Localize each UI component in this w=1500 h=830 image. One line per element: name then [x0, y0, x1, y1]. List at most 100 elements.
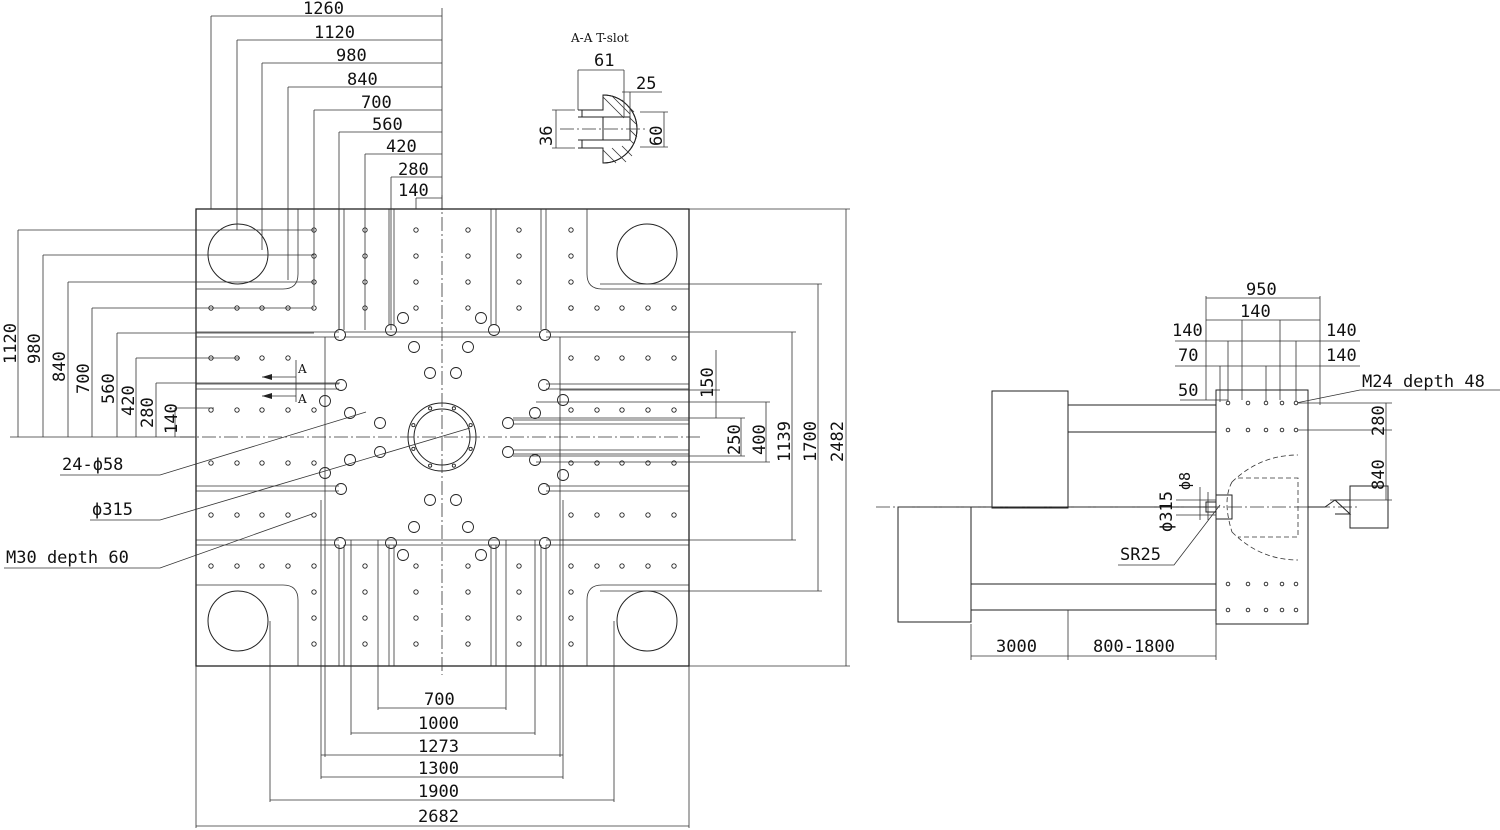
mounting-hole [413, 641, 419, 647]
mounting-hole [1279, 400, 1285, 406]
tslot-section: A-A T-slot 61 25 36 60 [537, 31, 668, 164]
left-dim-840: 840 [50, 351, 70, 382]
callout-thread: M30 depth 60 [6, 548, 129, 568]
side-view-holes [1225, 400, 1299, 613]
right-dim-400: 400 [750, 424, 770, 455]
top-dim-140: 140 [398, 181, 429, 201]
mounting-hole [413, 305, 419, 311]
mounting-hole [645, 563, 651, 569]
mounting-hole [385, 537, 397, 549]
mounting-hole [1279, 607, 1285, 613]
tslot-dim-60: 60 [647, 126, 667, 146]
mounting-hole [475, 549, 487, 561]
mounting-hole [516, 253, 522, 259]
mounting-hole [362, 641, 368, 647]
mounting-hole [397, 312, 409, 324]
mounting-hole [619, 512, 625, 518]
mounting-hole [645, 305, 651, 311]
mounting-hole [1225, 400, 1231, 406]
section-marker-bottom: A [297, 392, 307, 406]
mounting-hole [671, 305, 677, 311]
mounting-hole [259, 407, 265, 413]
mounting-hole [516, 589, 522, 595]
mounting-hole [594, 460, 600, 466]
corner-pocket [586, 209, 689, 290]
mounting-hole [285, 460, 291, 466]
mounting-hole [568, 589, 574, 595]
mounting-hole [362, 615, 368, 621]
mounting-hole [335, 379, 347, 391]
mounting-hole [397, 549, 409, 561]
mounting-hole [462, 341, 474, 353]
bottom-dim-2682: 2682 [418, 807, 459, 827]
platen-front-view: A A [180, 195, 700, 675]
mounting-hole [413, 253, 419, 259]
mounting-hole [619, 305, 625, 311]
bottom-dim-700: 700 [424, 690, 455, 710]
mounting-hole [208, 512, 214, 518]
top-dim-560: 560 [372, 115, 403, 135]
mounting-hole [539, 329, 551, 341]
mounting-hole [516, 279, 522, 285]
left-dim-420: 420 [119, 385, 139, 416]
mounting-hole [619, 460, 625, 466]
side-dim-140-d: 140 [1326, 346, 1357, 366]
mounting-hole [568, 305, 574, 311]
mounting-hole [465, 589, 471, 595]
mounting-hole [234, 407, 240, 413]
mounting-hole [1245, 400, 1251, 406]
platen-holes [208, 227, 677, 647]
mounting-hole [594, 355, 600, 361]
mounting-hole [1225, 607, 1231, 613]
mounting-hole [1263, 607, 1269, 613]
mounting-hole [538, 483, 550, 495]
mounting-hole [374, 446, 386, 458]
left-dim-140: 140 [162, 403, 182, 434]
section-title: A-A T-slot [570, 31, 629, 45]
top-dim-700: 700 [361, 93, 392, 113]
bottom-dim-1300: 1300 [418, 759, 459, 779]
mounting-hole [1293, 581, 1299, 587]
center-slots [513, 419, 689, 455]
mounting-hole [311, 615, 317, 621]
right-dim-1139: 1139 [775, 421, 795, 462]
mounting-hole [408, 521, 420, 533]
mounting-hole [465, 615, 471, 621]
mounting-hole [465, 305, 471, 311]
mounting-hole [413, 563, 419, 569]
mounting-hole [557, 394, 569, 406]
mounting-hole [1279, 581, 1285, 587]
callout-holes: 24-ϕ58 [62, 455, 123, 475]
platen-inner-lines [324, 337, 561, 540]
top-dim-420: 420 [386, 137, 417, 157]
housing [991, 390, 1069, 509]
mounting-hole [1293, 607, 1299, 613]
mounting-hole [568, 227, 574, 233]
side-dim-50: 50 [1178, 381, 1198, 401]
mounting-hole [334, 329, 346, 341]
mounting-hole [285, 407, 291, 413]
mounting-hole [502, 417, 514, 429]
side-dim-140-a: 140 [1240, 302, 1271, 322]
side-dim-140-c: 140 [1326, 321, 1357, 341]
mounting-hole [234, 460, 240, 466]
mounting-hole [619, 407, 625, 413]
mounting-hole [259, 512, 265, 518]
mounting-hole [568, 512, 574, 518]
mounting-hole [568, 407, 574, 413]
side-dim-3000: 3000 [996, 637, 1037, 657]
bottom-dimensions: 700 1000 1273 1300 1900 2682 [195, 500, 690, 828]
mounting-hole [645, 407, 651, 413]
mounting-hole [568, 615, 574, 621]
mounting-hole [1245, 427, 1251, 433]
mounting-hole [413, 227, 419, 233]
mounting-hole [645, 512, 651, 518]
platen-outline [195, 208, 690, 667]
mounting-hole [234, 512, 240, 518]
mounting-hole [619, 563, 625, 569]
mounting-hole [1245, 607, 1251, 613]
mounting-hole [529, 407, 541, 419]
mounting-hole [450, 367, 462, 379]
right-dim-150: 150 [698, 367, 718, 398]
corner-pocket [196, 584, 299, 666]
